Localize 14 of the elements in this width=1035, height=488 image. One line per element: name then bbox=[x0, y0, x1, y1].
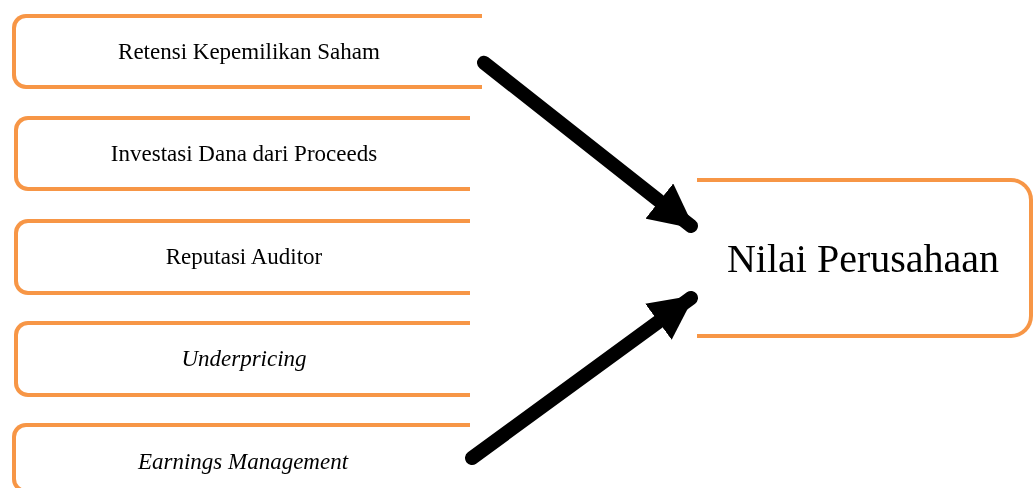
box-label: Nilai Perusahaan bbox=[726, 234, 1000, 282]
arrow bbox=[465, 291, 698, 465]
factor-box bbox=[14, 321, 470, 397]
factor-box bbox=[12, 423, 470, 488]
box-label: Investasi Dana dari Proceeds bbox=[110, 140, 378, 167]
outcome-box bbox=[697, 178, 1033, 338]
factor-box bbox=[14, 219, 470, 295]
box-label: Earnings Management bbox=[137, 449, 349, 475]
box-label: Reputasi Auditor bbox=[165, 244, 323, 270]
box-label: Underpricing bbox=[181, 346, 307, 372]
arrow bbox=[477, 55, 698, 233]
factor-box bbox=[12, 14, 482, 89]
factor-box bbox=[14, 116, 470, 191]
box-label: Retensi Kepemilikan Saham bbox=[118, 38, 380, 65]
